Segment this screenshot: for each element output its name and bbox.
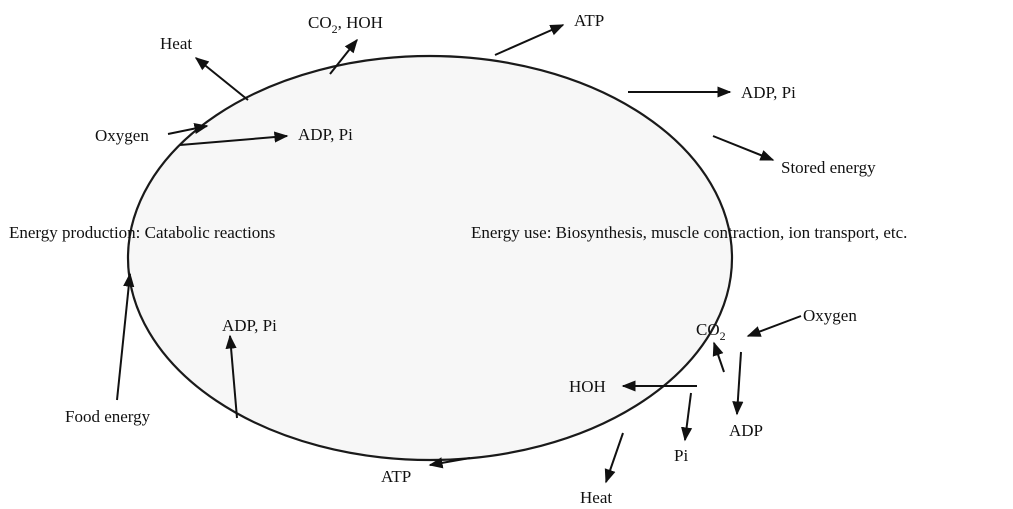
label-hoh-bottom: HOH xyxy=(569,377,606,396)
label-adp-pi-left: ADP, Pi xyxy=(298,125,353,144)
arrow-adp-pi-bottom-left xyxy=(225,334,238,419)
arrow-heat-bottom xyxy=(604,432,624,484)
label-adp-pi-bottom-left: ADP, Pi xyxy=(222,316,277,335)
arrow-co2-bottom xyxy=(712,341,725,373)
label-oxygen-right: Oxygen xyxy=(803,306,857,325)
label-heat-bottom: Heat xyxy=(580,488,612,507)
label-heat-top: Heat xyxy=(160,34,192,53)
label-energy-use: Energy use: Biosynthesis, muscle contrac… xyxy=(471,223,907,242)
arrow-oxygen-left xyxy=(167,123,209,135)
arrow-atp-bottom xyxy=(428,457,471,469)
arrow-adp-bottom xyxy=(732,351,744,416)
arrow-heat-top xyxy=(194,57,249,101)
label-atp-top: ATP xyxy=(574,11,604,30)
label-food-energy: Food energy xyxy=(65,407,151,426)
arrow-pi-bottom xyxy=(681,392,693,442)
label-adp-pi-top-right: ADP, Pi xyxy=(741,83,796,102)
label-co2-hoh-top: CO2, HOH xyxy=(308,13,383,36)
cycle-ellipse xyxy=(126,54,734,462)
arrow-food-energy xyxy=(116,272,135,401)
label-energy-production: Energy production: Catabolic reactions xyxy=(9,223,275,242)
arrow-atp-top xyxy=(494,24,565,56)
label-atp-bottom: ATP xyxy=(381,467,411,486)
arrow-stored-energy xyxy=(712,135,775,161)
label-adp-bottom: ADP xyxy=(729,421,763,440)
arrow-co2-hoh-top xyxy=(329,38,358,75)
label-stored-energy: Stored energy xyxy=(781,158,876,177)
label-oxygen-left: Oxygen xyxy=(95,126,149,145)
label-pi-bottom: Pi xyxy=(674,446,688,465)
label-co2-bottom: CO2 xyxy=(696,320,726,343)
arrow-adp-pi-left xyxy=(179,131,289,146)
arrow-oxygen-right xyxy=(746,315,802,337)
